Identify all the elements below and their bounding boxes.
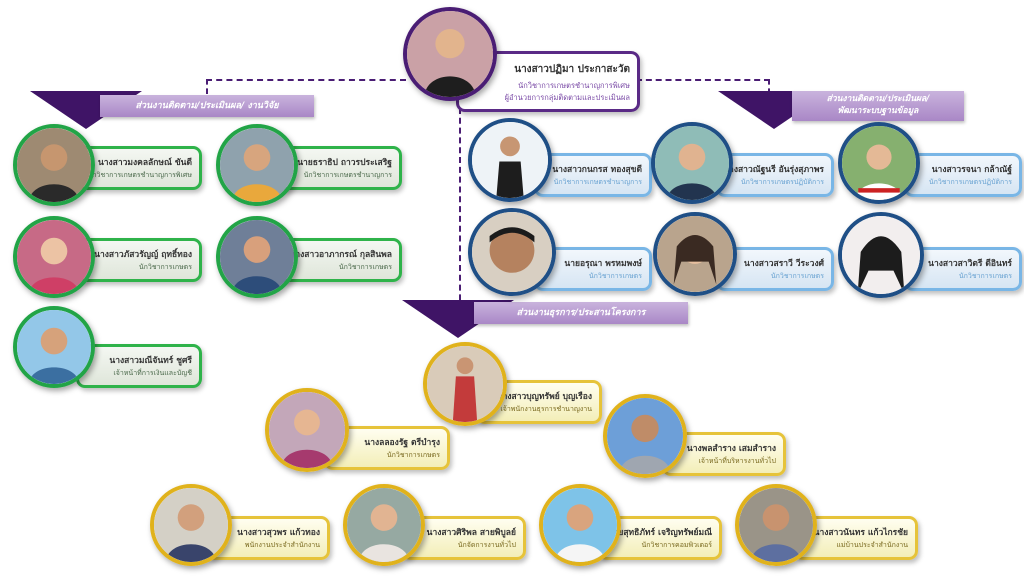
- staff-card-right-4: นายอรุณา พรหมพงษ์ นักวิชาการเกษตร: [534, 247, 652, 291]
- staff-card-left-2: นายธราธิป ถาวรประเสริฐ นักวิชาการเกษตรชำ…: [276, 146, 402, 190]
- staff-avatar-admin-4: [150, 484, 232, 566]
- staff-card-left-5: นางสาวมณีจันทร์ ชูศรี เจ้าหน้าที่การเงิน…: [76, 344, 202, 388]
- staff-card-left-1: นางสาวมงคลลักษณ์ ขันดี นักวิชาการเกษตรชำ…: [76, 146, 202, 190]
- staff-role: พนักงานประจำสำนักงาน: [244, 541, 320, 549]
- admin-section-banner: ส่วนงานธุรการ/ประสานโครงการ: [474, 302, 688, 324]
- staff-role: นักวิชาการเกษตรปฏิบัติการ: [740, 178, 824, 186]
- staff-name: นางสาวอาภากรณ์ กุลสินพล: [289, 250, 392, 260]
- staff-name: นางลลองรัฐ ตรีบำรุง: [364, 438, 440, 448]
- staff-card-right-3: นางสาวรจนา กล้าณัฐ์ นักวิชาการเกษตรปฏิบั…: [904, 153, 1022, 197]
- staff-name: นางสาวณัฐนรี อันรุ่งสุภาพร: [723, 165, 824, 175]
- staff-role: เจ้าหน้าที่การเงินและบัญชี: [113, 369, 192, 377]
- staff-avatar-left-3: [13, 216, 95, 298]
- staff-avatar-admin-5: [343, 484, 425, 566]
- staff-avatar-left-5: [13, 306, 95, 388]
- staff-role: นักวิชาการเกษตร: [338, 263, 392, 271]
- connector-left-vertical: [206, 79, 208, 94]
- head-name: นางสาวปฏิมา ประกาสะวัต: [514, 64, 630, 75]
- staff-name: นางสาวสาวิตรี ดีอินทร์: [928, 259, 1012, 269]
- staff-avatar-right-3: [838, 122, 920, 204]
- staff-avatar-right-2: [651, 122, 733, 204]
- staff-role: นักวิชาการเกษตร: [386, 451, 440, 459]
- head-role-2: ผู้อำนวยการกลุ่มติดตามและประเมินผล: [504, 93, 630, 102]
- staff-name: นางสาวกนกรส ทองสุขดี: [552, 165, 642, 175]
- staff-name: นายอรุณา พรหมพงษ์: [564, 259, 642, 269]
- staff-name: นางสาวนันทร แก้วไกรชัย: [813, 528, 908, 538]
- staff-avatar-right-6: [838, 212, 924, 298]
- right-section-banner: ส่วนงานติดตาม/ประเมินผล/ พัฒนาระบบฐานข้อ…: [792, 91, 964, 121]
- staff-avatar-left-4: [216, 216, 298, 298]
- staff-card-left-3: นางสาวภัสวรัญญ์ ฤทธิ์ทอง นักวิชาการเกษตร: [76, 238, 202, 282]
- head-role-1: นักวิชาการเกษตรชำนาญการพิเศษ: [518, 81, 630, 90]
- staff-avatar-admin-3: [603, 394, 687, 478]
- staff-name: นางสาวรจนา กล้าณัฐ์: [931, 165, 1012, 175]
- staff-name: นายสุทธิภัทร์ เจริญทรัพย์มณี: [607, 528, 712, 538]
- staff-name: นายธราธิป ถาวรประเสริฐ: [297, 158, 392, 168]
- staff-role: นักวิชาการเกษตรชำนาญการ: [553, 178, 642, 186]
- staff-name: นางสาวสุวพร แก้วทอง: [237, 528, 320, 538]
- staff-name: นางสาวมงคลลักษณ์ ขันดี: [97, 158, 192, 168]
- staff-role: นักวิชาการเกษตร: [958, 272, 1012, 280]
- staff-role: นักวิชาการเกษตรปฏิบัติการ: [928, 178, 1012, 186]
- staff-card-right-2: นางสาวณัฐนรี อันรุ่งสุภาพร นักวิชาการเกษ…: [716, 153, 834, 197]
- staff-avatar-admin-1: [423, 342, 507, 426]
- left-section-banner: ส่วนงานติดตาม/ประเมินผล/ งานวิจัย: [100, 95, 314, 117]
- staff-name: นางสาวภัสวรัญญ์ ฤทธิ์ทอง: [94, 250, 192, 260]
- staff-role: นักวิชาการเกษตรชำนาญการ: [303, 171, 392, 179]
- connector-left-horizontal: [206, 79, 406, 81]
- connector-right-horizontal: [636, 79, 770, 81]
- staff-name: นางสาวสราวี วีระวงศ์: [744, 259, 824, 269]
- staff-role: นักวิชาการเกษตรชำนาญการพิเศษ: [87, 171, 192, 179]
- staff-role: นักวิชาการเกษตร: [588, 272, 642, 280]
- connector-center-vertical: [459, 108, 461, 320]
- staff-role: นักจัดการงานทั่วไป: [457, 541, 516, 549]
- staff-avatar-left-2: [216, 124, 298, 206]
- right-section-line-1: ส่วนงานติดตาม/ประเมินผล/: [826, 94, 930, 104]
- staff-avatar-admin-6: [539, 484, 621, 566]
- head-avatar: [403, 7, 497, 101]
- staff-avatar-right-5: [653, 212, 737, 296]
- staff-avatar-left-1: [13, 124, 95, 206]
- connector-right-vertical: [768, 79, 770, 94]
- staff-name: นางพลสำราง เสมสำราง: [686, 444, 776, 454]
- staff-name: นางสาวศิริพล สายพิบูลย์: [426, 528, 516, 538]
- staff-avatar-right-1: [468, 118, 552, 202]
- right-section-line-2: พัฒนาระบบฐานข้อมูล: [837, 106, 919, 116]
- staff-role: นักวิชาการคอมพิวเตอร์: [641, 541, 712, 549]
- staff-role: เจ้าหน้าที่บริหารงานทั่วไป: [698, 457, 776, 465]
- staff-role: นักวิชาการเกษตร: [770, 272, 824, 280]
- staff-name: นางสาวมณีจันทร์ ชูศรี: [109, 356, 192, 366]
- staff-avatar-admin-2: [265, 388, 349, 472]
- staff-name: นางสาวบุญทรัพย์ บุญเรือง: [496, 392, 592, 402]
- staff-role: แม่บ้านประจำสำนักงาน: [836, 541, 908, 549]
- staff-role: เจ้าพนักงานธุรการชำนาญงาน: [500, 405, 592, 413]
- staff-avatar-right-4: [468, 208, 556, 296]
- staff-avatar-admin-7: [735, 484, 817, 566]
- staff-role: นักวิชาการเกษตร: [138, 263, 192, 271]
